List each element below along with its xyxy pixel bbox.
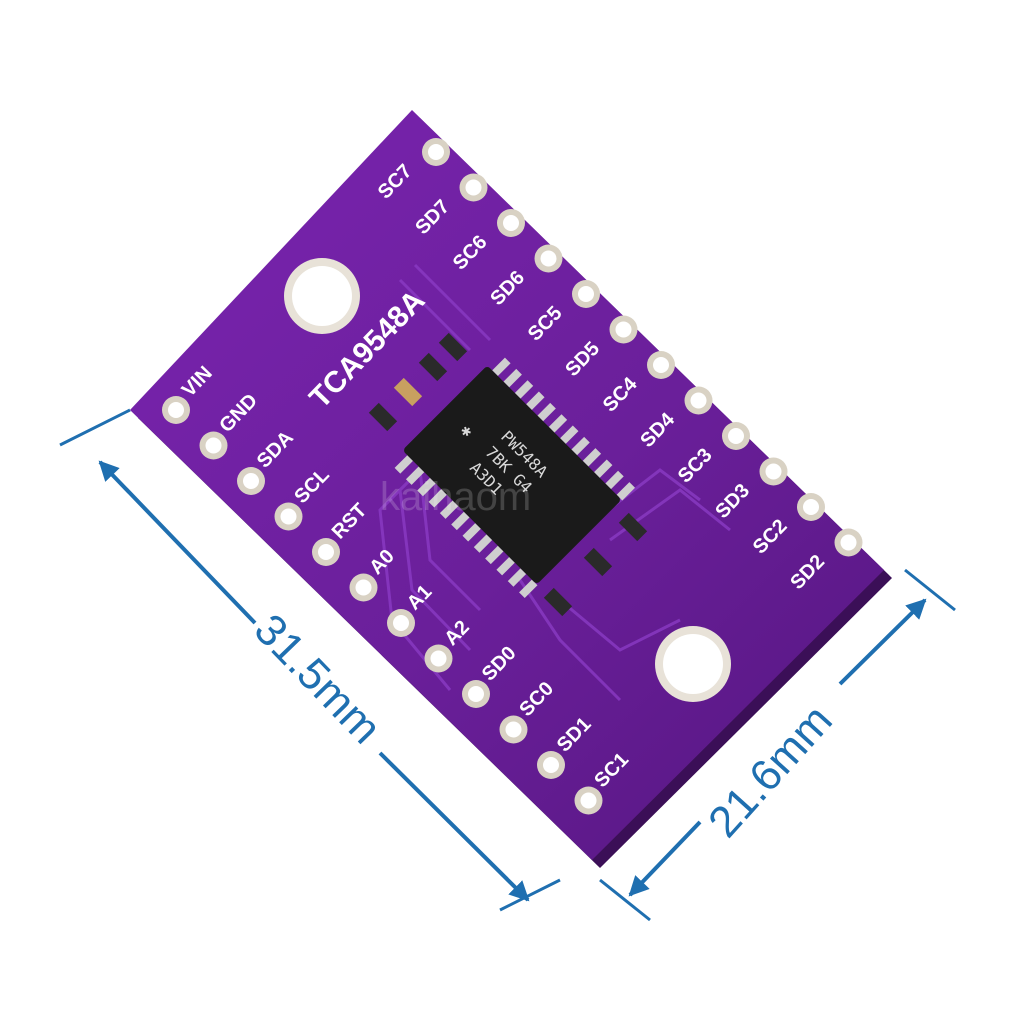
- left-pin-pad: [424, 644, 453, 673]
- right-pin-pad: [834, 528, 863, 557]
- right-pin-pad: [422, 138, 450, 166]
- left-pin-pad: [274, 502, 303, 531]
- left-pin-pad: [537, 751, 565, 779]
- smd-components: [368, 332, 648, 617]
- left-pin-pad: [237, 467, 265, 495]
- right-pin-pad: [497, 209, 525, 237]
- right-pin-pad: [572, 280, 600, 308]
- right-pin-pad: [722, 422, 750, 450]
- watermark: kaihaom: [380, 475, 531, 519]
- left-pin-pad: [162, 396, 190, 424]
- left-pin-pad: [462, 680, 490, 708]
- mounting-hole-top: [284, 258, 360, 334]
- right-pin-pad: [534, 244, 563, 273]
- right-pin-pad: [759, 457, 788, 486]
- left-pin-pad: [312, 538, 340, 566]
- right-pin-pad: [609, 315, 638, 344]
- ic-chip: PW548A 7BK G4 A3D1 ✱: [394, 357, 636, 599]
- right-pin-pad: [797, 493, 825, 521]
- right-pin-pad: [647, 351, 675, 379]
- left-pin-pad: [349, 573, 378, 602]
- left-pin-pad: [574, 786, 603, 815]
- left-pin-pad: [387, 609, 415, 637]
- left-pin-pad: [499, 715, 528, 744]
- mounting-hole-bottom: [655, 626, 731, 702]
- right-pin-pad: [684, 386, 713, 415]
- right-pin-pad: [459, 173, 488, 202]
- left-pin-pad: [199, 431, 228, 460]
